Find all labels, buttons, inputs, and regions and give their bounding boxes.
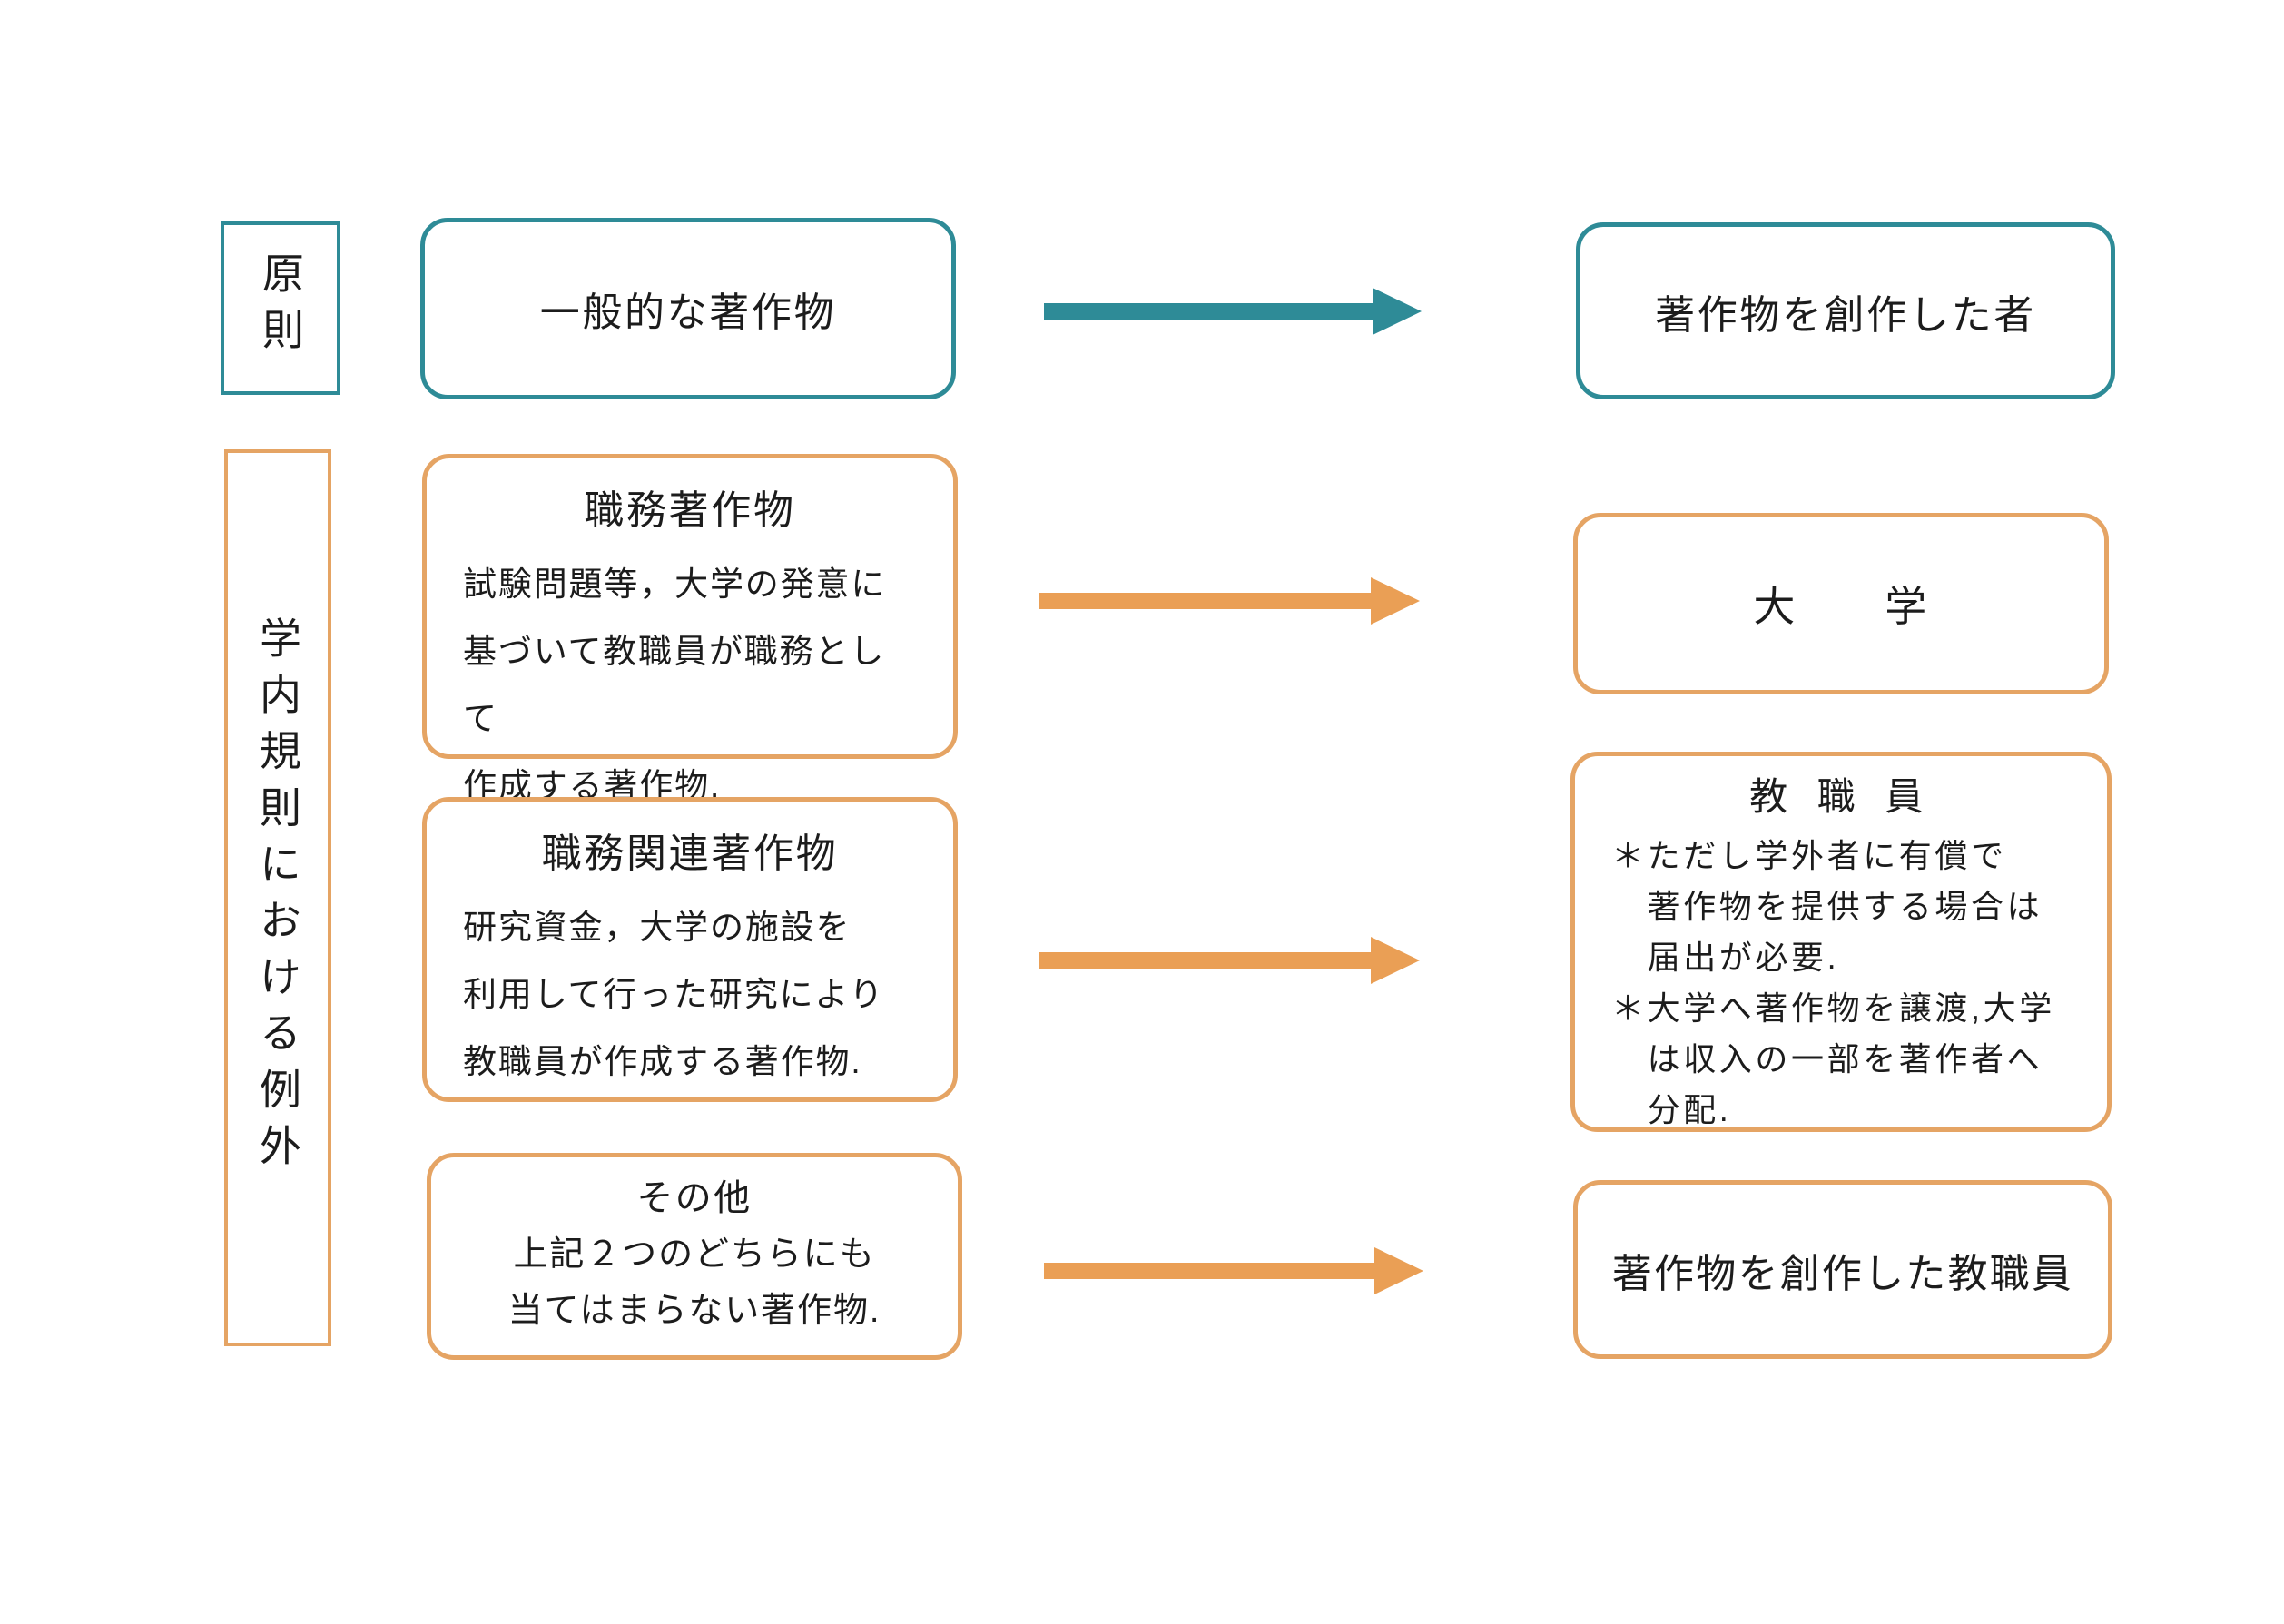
- arrow-shaft: [1039, 593, 1371, 609]
- university-owner-label: 大 学: [1753, 583, 1929, 630]
- work-for-hire-box: 職務著作物 試験問題等，大学の発意に 基づいて教職員が職務として 作成する著作物…: [422, 454, 958, 804]
- right-arrow-work-for-hire-icon: [1039, 577, 1420, 625]
- creator-owner-label: 著作物を創作した者: [1655, 292, 2036, 338]
- creator-faculty-owner-box: 著作物を創作した教職員: [1573, 1180, 2112, 1359]
- arrow-shaft: [1039, 952, 1371, 969]
- faculty-staff-note-transfer: ＊大学へ著作物を譲渡,大学 は収入の一部を著作者へ 分配.: [1611, 989, 2055, 1128]
- faculty-staff-note-paid-provision: ＊ただし学外者に有償で 著作物を提供する場合は 届出が必要.: [1611, 837, 2043, 976]
- university-owner-box: 大 学: [1573, 513, 2109, 694]
- duty-related-work-description: 研究資金，大学の施設を 利用して行った研究により 教職員が作成する著作物.: [463, 909, 885, 1080]
- duty-related-work-box: 職務関連著作物 研究資金，大学の施設を 利用して行った研究により 教職員が作成す…: [422, 797, 958, 1102]
- work-for-hire-title: 職務著作物: [584, 488, 796, 533]
- faculty-staff-owner-box: 教 職 員 ＊ただし学外者に有償で 著作物を提供する場合は 届出が必要. ＊大学…: [1570, 752, 2112, 1132]
- principle-category-box: 原則: [221, 221, 340, 395]
- arrow-shaft: [1044, 303, 1373, 320]
- arrow-head: [1371, 937, 1420, 984]
- other-work-box: その他 上記２つのどちらにも 当てはまらない著作物.: [427, 1153, 962, 1360]
- general-work-box: 一般的な著作物: [420, 218, 956, 399]
- work-for-hire-description: 試験問題等，大学の発意に 基づいて教職員が職務として 作成する著作物.: [463, 566, 887, 804]
- exception-category-label: 学内規則における例外: [254, 615, 301, 1180]
- other-work-description: 上記２つのどちらにも 当てはまらない著作物.: [507, 1235, 881, 1330]
- right-arrow-duty-related-icon: [1039, 937, 1420, 984]
- creator-owner-box: 著作物を創作した者: [1576, 222, 2115, 399]
- right-arrow-principle-icon: [1044, 288, 1422, 335]
- general-work-label: 一般的な著作物: [539, 290, 837, 335]
- faculty-staff-owner-title: 教 職 員: [1749, 775, 1933, 818]
- duty-related-work-title: 職務関連著作物: [541, 832, 839, 876]
- arrow-head: [1371, 577, 1420, 625]
- right-arrow-other-icon: [1044, 1247, 1423, 1294]
- other-work-title: その他: [636, 1178, 753, 1218]
- principle-category-label: 原則: [257, 251, 304, 365]
- arrow-head: [1373, 288, 1422, 335]
- arrow-shaft: [1044, 1263, 1374, 1279]
- creator-faculty-owner-label: 著作物を創作した教職員: [1611, 1251, 2074, 1296]
- arrow-head: [1374, 1247, 1423, 1294]
- exception-category-box: 学内規則における例外: [224, 449, 331, 1346]
